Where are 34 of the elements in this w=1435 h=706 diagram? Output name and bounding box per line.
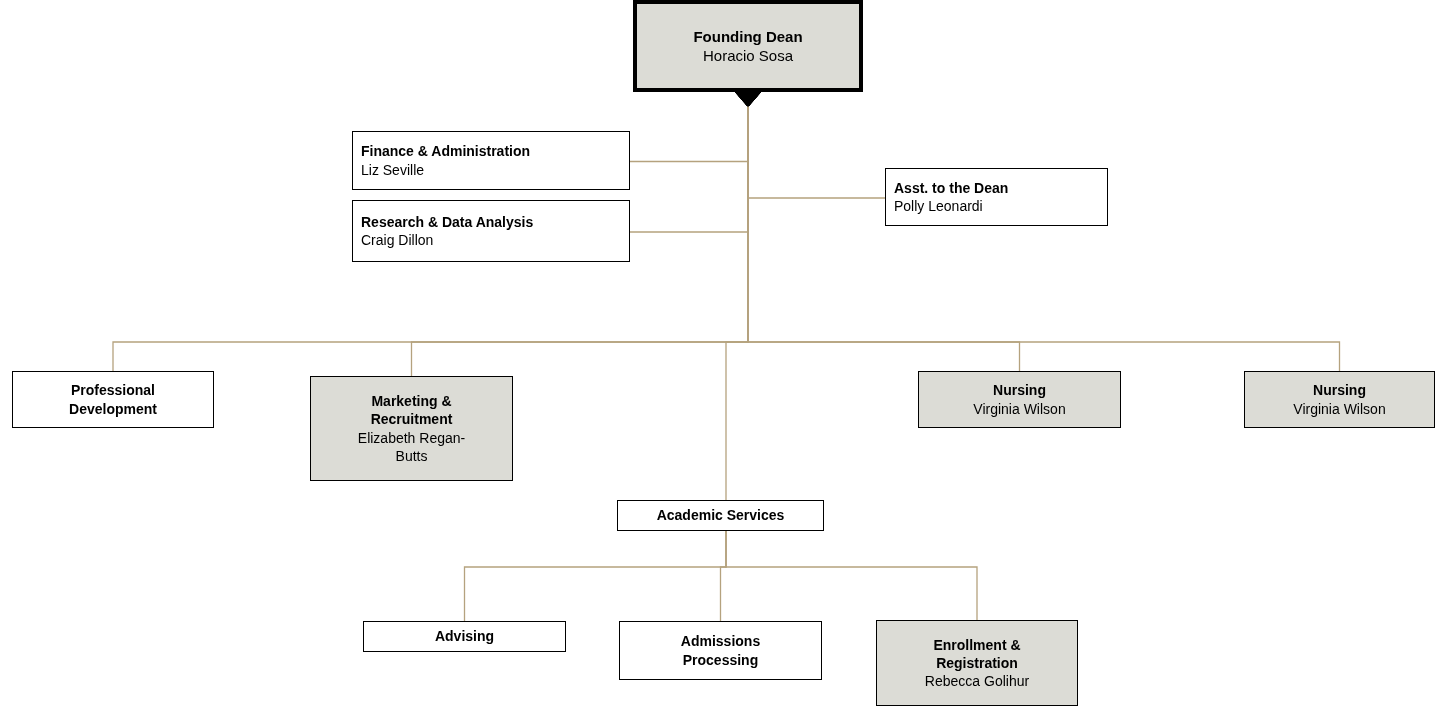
role-title: Academic Services [655,506,786,525]
person-name: Polly Leonardi [894,197,984,216]
org-box [363,621,566,652]
role-title: Marketing & Recruitment [369,392,454,429]
person-name: Horacio Sosa [701,46,794,66]
person-name: Virginia Wilson [1292,399,1387,418]
person-name: Liz Seville [361,160,426,179]
role-title: Advising [433,627,496,646]
org-box [619,621,822,680]
person-name: Rebecca Golihur [923,672,1031,691]
person-name: Virginia Wilson [972,399,1067,418]
org-box [352,200,630,262]
org-box [310,376,513,481]
role-title: Nursing [992,381,1047,400]
role-title: Nursing [1312,381,1367,400]
role-title: Enrollment & Registration [932,635,1022,673]
org-box [633,0,863,92]
org-box [617,500,824,531]
org-box [876,620,1078,706]
role-title: Professional Development [68,381,158,418]
org-box [352,131,630,190]
org-box [918,371,1121,428]
role-title: Founding Dean [692,26,804,46]
org-box [12,371,214,428]
role-title: Finance & Administration [361,142,532,161]
org-box [885,168,1108,226]
connector-line [725,530,978,621]
connector-line [735,91,1341,372]
person-name: Craig Dillon [361,231,435,250]
role-title: Research & Data Analysis [361,212,535,231]
org-box [1244,371,1435,428]
role-title: Asst. to the Dean [894,178,1010,197]
person-name: Elizabeth Regan-Butts [356,428,467,465]
role-title: Admissions Processing [679,632,762,669]
